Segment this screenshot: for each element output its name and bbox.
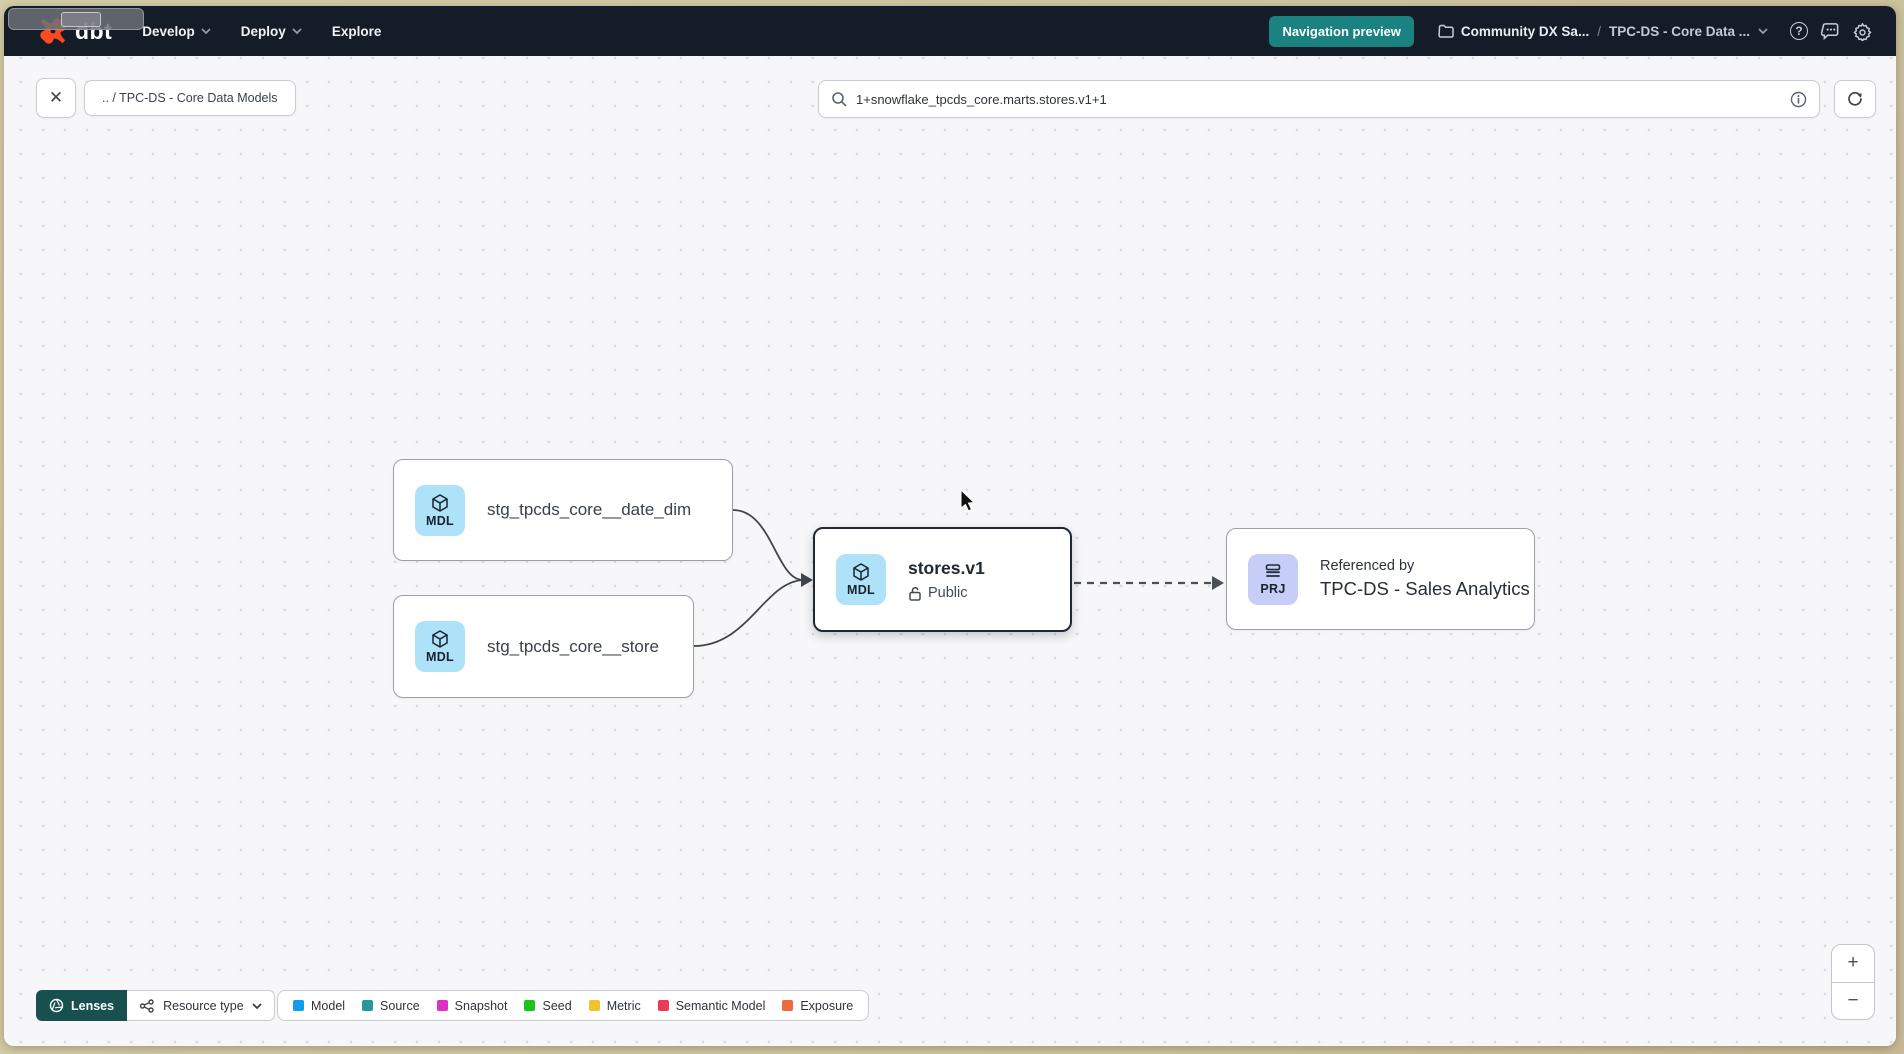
breadcrumb-project[interactable]: Community DX Sa... (1438, 24, 1589, 39)
access-label: Public (928, 585, 968, 601)
legend-label: Snapshot (454, 998, 508, 1013)
stacked-trays-icon (1265, 563, 1281, 577)
legend-swatch (362, 1000, 374, 1011)
folder-icon (1438, 24, 1454, 38)
feedback-icon[interactable] (1821, 22, 1840, 41)
node-access-row: Public (908, 585, 985, 601)
breadcrumb-page-label[interactable]: TPC-DS - Core Data ... (1608, 23, 1750, 39)
legend-swatch (436, 1000, 448, 1011)
badge-label: MDL (847, 583, 875, 597)
badge-label: MDL (426, 650, 454, 664)
lens-aperture-icon (49, 998, 64, 1013)
project-badge: PRJ (1248, 553, 1298, 605)
refresh-lineage-button[interactable] (1834, 80, 1876, 118)
legend-item-seed: Seed (524, 998, 572, 1013)
help-icon[interactable]: ? (1790, 22, 1808, 40)
chevron-down-icon[interactable] (1758, 28, 1768, 34)
project-name-label: TPC-DS - Sales Analytics (1320, 578, 1530, 599)
chevron-down-icon (201, 28, 211, 34)
nav-icon-cluster: ? (1790, 22, 1872, 41)
model-badge: MDL (415, 621, 465, 672)
breadcrumb-project-label: Community DX Sa... (1460, 23, 1590, 39)
nav-item-explore[interactable]: Explore (332, 24, 382, 39)
model-badge: MDL (836, 554, 886, 605)
lenses-label: Lenses (71, 998, 115, 1013)
node-label: stg_tpcds_core__date_dim (487, 500, 692, 519)
cube-icon (853, 563, 869, 581)
legend-swatch (293, 1000, 304, 1011)
legend-label: Exposure (800, 998, 854, 1013)
node-text-block: stores.v1 Public (908, 558, 985, 601)
node-stores-v1[interactable]: MDL stores.v1 Public (813, 527, 1072, 632)
nav-menus: Develop Deploy Explore (142, 24, 381, 39)
node-text-block: Referenced by TPC-DS - Sales Analytics (1320, 558, 1530, 600)
legend-label: Model (311, 998, 346, 1013)
badge-label: MDL (426, 513, 454, 528)
close-lineage-button[interactable]: ✕ (36, 78, 76, 118)
graph-nodes-icon (139, 998, 154, 1013)
lineage-canvas[interactable]: MDL stg_tpcds_core__date_dim MDL stg_tpc… (4, 56, 1896, 1046)
legend-label: Source (380, 998, 420, 1013)
nav-right-cluster: Navigation preview Community DX Sa... / … (1269, 15, 1872, 47)
unlock-icon (909, 586, 921, 601)
node-title: stores.v1 (908, 558, 985, 578)
lineage-path-chip[interactable]: .. / TPC-DS - Core Data Models (84, 80, 296, 116)
nav-item-label: Explore (331, 23, 382, 39)
node-referenced-by-project[interactable]: PRJ Referenced by TPC-DS - Sales Analyti… (1226, 528, 1535, 630)
legend-swatch (524, 1000, 536, 1011)
zoom-out-button[interactable]: − (1847, 989, 1859, 1011)
arrowhead (1212, 576, 1224, 590)
cube-icon (432, 630, 448, 648)
cube-icon (432, 493, 448, 512)
navigation-preview-button[interactable]: Navigation preview (1269, 15, 1414, 47)
legend-item-exposure: Exposure (782, 999, 853, 1013)
zoom-in-button[interactable]: + (1847, 952, 1859, 974)
top-nav-bar: dbt Develop Deploy Explore Navigation pr… (4, 6, 1896, 56)
legend-label: Seed (542, 998, 572, 1013)
legend-item-semantic-model: Semantic Model (657, 998, 766, 1013)
resource-type-dropdown[interactable]: Resource type (127, 990, 275, 1021)
screen-capture-artifact (8, 8, 144, 30)
node-stg-tpcds-core-date-dim[interactable]: MDL stg_tpcds_core__date_dim (393, 459, 733, 561)
resource-type-legend: Model Source Snapshot Seed Metric (277, 990, 870, 1021)
resource-type-label: Resource type (163, 998, 244, 1013)
legend-item-snapshot: Snapshot (436, 998, 508, 1013)
nav-item-deploy[interactable]: Deploy (241, 24, 302, 39)
model-badge: MDL (415, 484, 465, 536)
divider (1832, 981, 1874, 983)
breadcrumb: Community DX Sa... / TPC-DS - Core Data … (1438, 24, 1768, 39)
lineage-selector-input[interactable] (856, 91, 1781, 107)
nav-item-label: Deploy (240, 23, 286, 39)
arrowhead (801, 573, 813, 587)
gear-icon[interactable] (1853, 22, 1872, 41)
legend-item-model: Model (293, 999, 345, 1013)
app-window: dbt Develop Deploy Explore Navigation pr… (4, 6, 1896, 1046)
chevron-down-icon (292, 28, 302, 34)
nav-item-develop[interactable]: Develop (142, 24, 211, 39)
legend-item-metric: Metric (588, 998, 641, 1013)
node-label: stg_tpcds_core__store (487, 636, 659, 656)
legend-label: Semantic Model (675, 998, 766, 1013)
legend-label: Metric (606, 998, 641, 1013)
legend-swatch (588, 1000, 600, 1011)
badge-label: PRJ (1260, 581, 1286, 596)
legend-swatch (657, 1000, 669, 1011)
search-icon (832, 92, 847, 107)
screen-capture-artifact-icon (61, 12, 101, 27)
lenses-control-group: Lenses Resource type (36, 990, 275, 1021)
referenced-by-label: Referenced by (1320, 558, 1415, 574)
nav-item-label: Develop (142, 23, 195, 39)
refresh-icon (1848, 91, 1862, 106)
edge-datedim-to-stores (732, 509, 804, 581)
legend-item-source: Source (362, 999, 420, 1013)
breadcrumb-separator: / (1597, 23, 1601, 39)
canvas-zoom-controls: + − (1831, 944, 1875, 1020)
lineage-selector-bar (818, 80, 1820, 118)
node-stg-tpcds-core-store[interactable]: MDL stg_tpcds_core__store (393, 595, 694, 698)
edge-store-to-stores (693, 579, 804, 647)
lenses-button[interactable]: Lenses (36, 990, 128, 1021)
legend-swatch (782, 1000, 794, 1011)
info-icon[interactable] (1790, 91, 1807, 108)
chevron-down-icon (252, 1002, 262, 1009)
